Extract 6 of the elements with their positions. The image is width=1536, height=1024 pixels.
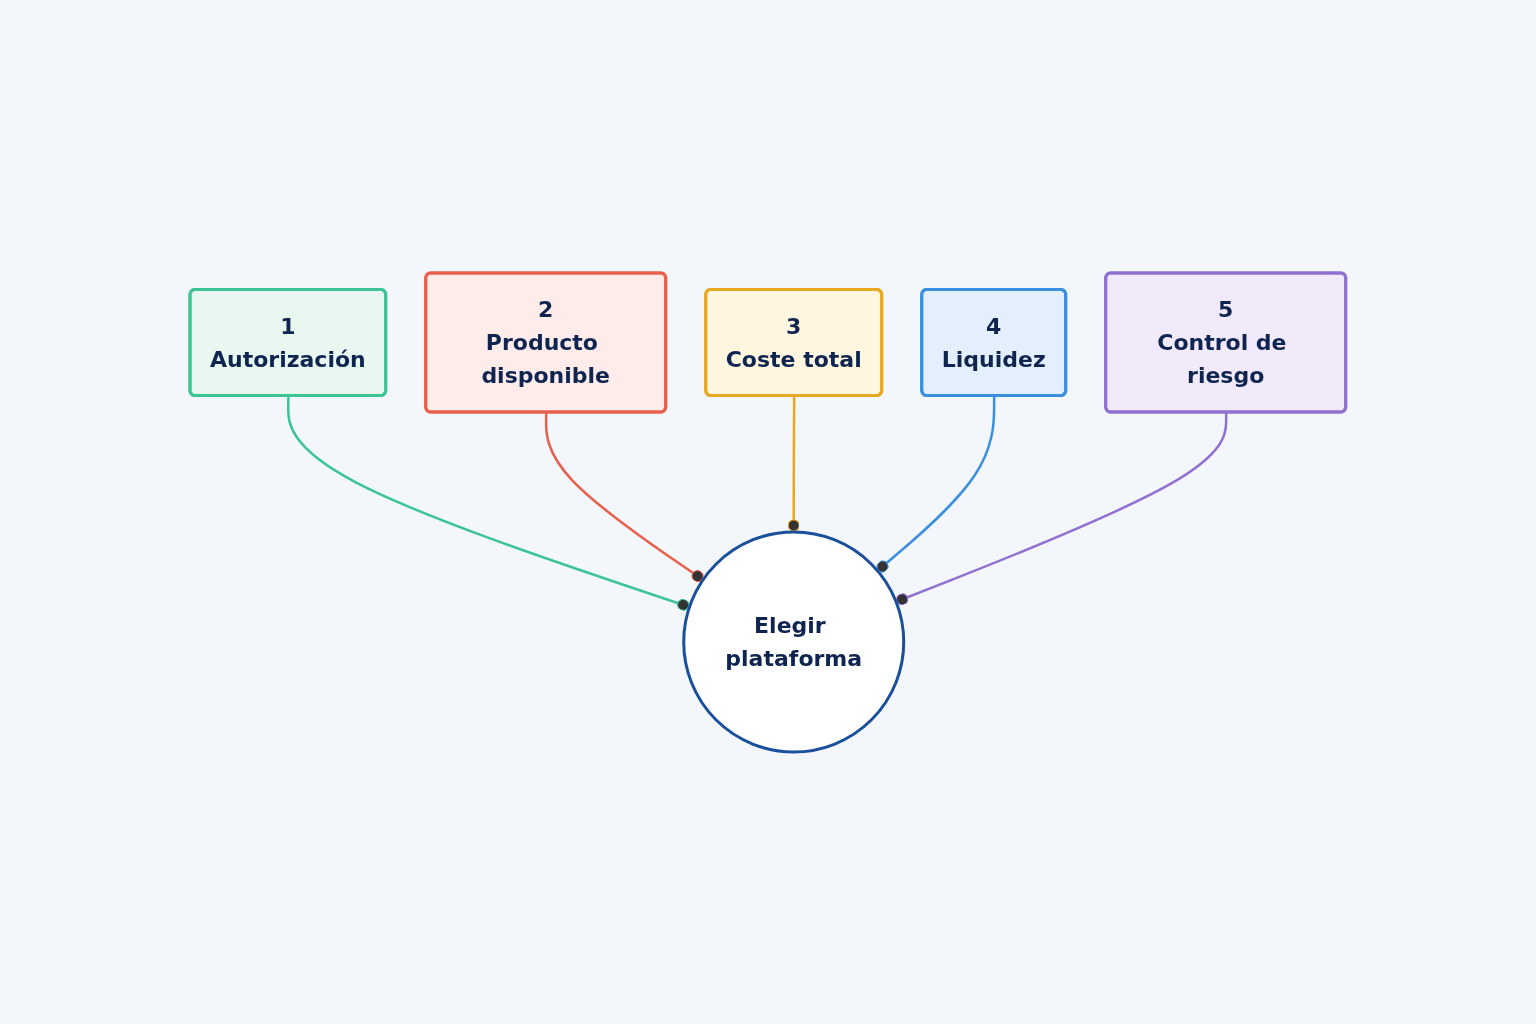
connector [545, 412, 704, 582]
connector [895, 412, 1228, 605]
node-circle: Elegir plataforma [682, 530, 906, 753]
connector [287, 395, 690, 611]
connector [787, 395, 800, 532]
connector [876, 395, 996, 573]
